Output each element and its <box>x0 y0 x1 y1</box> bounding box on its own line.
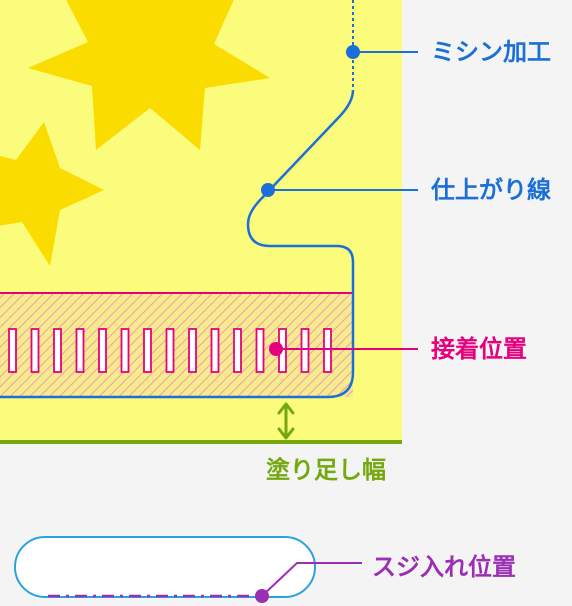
glue-stripe <box>120 328 130 373</box>
glue-stripe <box>323 328 332 373</box>
perforation-label: ミシン加工 <box>431 38 551 66</box>
score-position-label: スジ入れ位置 <box>372 553 516 581</box>
star-shape-small <box>0 122 104 266</box>
glue-stripe <box>300 328 310 373</box>
bleed-width-arrow <box>277 402 295 440</box>
star-decoration <box>0 0 270 266</box>
glue-stripe <box>188 328 197 373</box>
glue-stripe <box>255 328 265 373</box>
star-shape-large <box>28 0 270 150</box>
glue-stripe <box>233 328 242 373</box>
perforation-marker-dot <box>346 45 360 59</box>
glue-position-label: 接着位置 <box>431 335 527 363</box>
glue-stripes <box>8 328 332 373</box>
glue-stripe <box>98 328 107 373</box>
glue-stripe <box>8 328 17 373</box>
glue-stripe <box>210 328 220 373</box>
glue-area <box>0 293 353 397</box>
glue-stripe <box>165 328 175 373</box>
trim-line <box>0 89 355 399</box>
score-marker-dot <box>255 589 269 603</box>
glue-marker-dot <box>269 342 283 356</box>
score-callout-line <box>261 562 362 597</box>
bleed-width-label: 塗り足し幅 <box>266 456 386 484</box>
glue-stripe <box>53 328 62 373</box>
glue-stripe <box>143 328 152 373</box>
glue-stripe <box>30 328 40 373</box>
trim-line-marker-dot <box>261 183 275 197</box>
glue-stripe <box>75 328 85 373</box>
trim-line-label: 仕上がり線 <box>431 176 551 204</box>
